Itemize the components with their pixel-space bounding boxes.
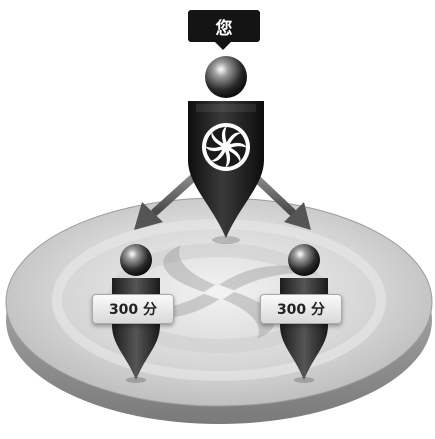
points-label-right: 300 分: [260, 294, 342, 324]
pinwheel-logo-icon: [202, 123, 250, 171]
platform-disc: [6, 198, 432, 424]
points-label-left: 300 分: [92, 294, 174, 324]
you-label-pointer: [214, 41, 232, 50]
you-label: 您: [188, 10, 260, 42]
